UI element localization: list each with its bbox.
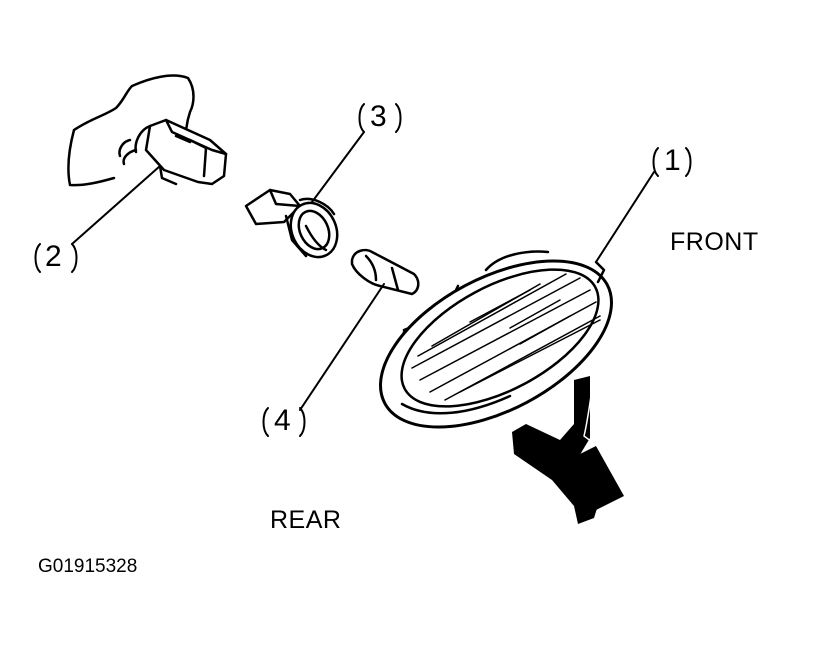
- leader-line-1: [595, 171, 655, 263]
- callout-number-2: 2: [45, 240, 62, 273]
- callout-brackets: [34, 103, 692, 437]
- front-label: FRONT: [670, 228, 759, 256]
- callout-number-4: 4: [274, 404, 291, 437]
- lens-texture: [411, 273, 601, 401]
- callout-number-1: 1: [664, 144, 681, 177]
- connector-part: [118, 118, 228, 186]
- figure-code: G01915328: [38, 556, 138, 577]
- callout-number-3: 3: [370, 100, 387, 133]
- direction-arrow: [512, 376, 629, 524]
- leader-line-2: [71, 165, 161, 245]
- leader-line-3: [311, 131, 365, 203]
- bulb-part: [350, 248, 420, 296]
- side-marker-lens-part: [379, 250, 613, 429]
- rear-label: REAR: [270, 506, 342, 534]
- leader-line-4: [299, 283, 385, 411]
- body-panel-outline: [67, 74, 195, 187]
- bulb-socket-part: [244, 188, 339, 259]
